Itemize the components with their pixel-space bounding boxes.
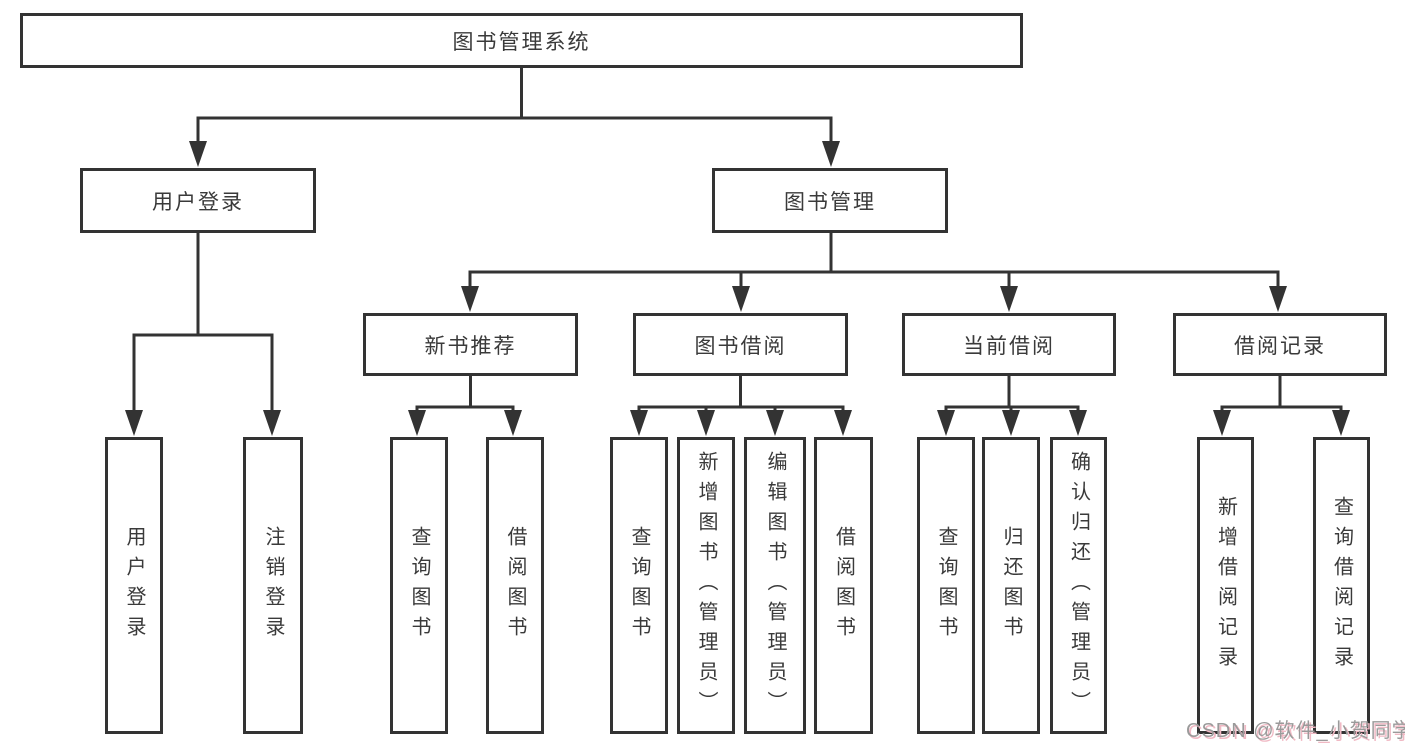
leaf-edit-books-admin-label: 编辑图书（管理员）: [764, 450, 786, 721]
node-new-book-recommend: 新书推荐: [363, 313, 578, 376]
node-borrow-records: 借阅记录: [1173, 313, 1387, 376]
leaf-borrow-books-label: 借阅图书: [832, 525, 855, 646]
leaf-borrow-books-recommend: 借阅图书: [486, 437, 544, 734]
leaf-query-books-current: 查询图书: [917, 437, 975, 734]
leaf-query-books-borrow-label: 查询图书: [628, 525, 650, 646]
leaf-query-borrow-record-label: 查询借阅记录: [1330, 495, 1353, 676]
node-book-borrow: 图书借阅: [633, 313, 848, 376]
leaf-return-books: 归还图书: [982, 437, 1040, 734]
leaf-query-books-recommend-label: 查询图书: [408, 525, 430, 646]
node-root-system: 图书管理系统: [20, 13, 1023, 68]
connector-paths: [132, 68, 1343, 424]
leaf-query-books-current-label: 查询图书: [935, 525, 957, 646]
leaf-query-borrow-record: 查询借阅记录: [1313, 437, 1370, 734]
leaf-logout-label: 注销登录: [262, 525, 284, 646]
leaf-user-login-label: 用户登录: [123, 525, 145, 646]
node-current-borrow: 当前借阅: [902, 313, 1116, 376]
leaf-borrow-books: 借阅图书: [814, 437, 873, 734]
leaf-edit-books-admin: 编辑图书（管理员）: [744, 437, 806, 734]
leaf-query-books-borrow: 查询图书: [610, 437, 668, 734]
node-user-login: 用户登录: [80, 168, 316, 233]
leaf-logout: 注销登录: [243, 437, 303, 734]
leaf-add-books-admin: 新增图书（管理员）: [677, 437, 735, 734]
leaf-borrow-books-recommend-label: 借阅图书: [504, 525, 526, 646]
csdn-watermark: CSDN @软件_小贺同学: [1186, 720, 1405, 742]
node-book-management: 图书管理: [712, 168, 948, 233]
leaf-user-login: 用户登录: [105, 437, 163, 734]
leaf-confirm-return-admin-label: 确认归还（管理员）: [1067, 450, 1090, 721]
leaf-query-books-recommend: 查询图书: [390, 437, 448, 734]
leaf-add-borrow-record: 新增借阅记录: [1197, 437, 1254, 734]
leaf-add-borrow-record-label: 新增借阅记录: [1214, 495, 1237, 676]
leaf-return-books-label: 归还图书: [1000, 525, 1022, 646]
leaf-add-books-admin-label: 新增图书（管理员）: [695, 450, 717, 721]
leaf-confirm-return-admin: 确认归还（管理员）: [1050, 437, 1107, 734]
arrowheads: [125, 141, 1350, 436]
